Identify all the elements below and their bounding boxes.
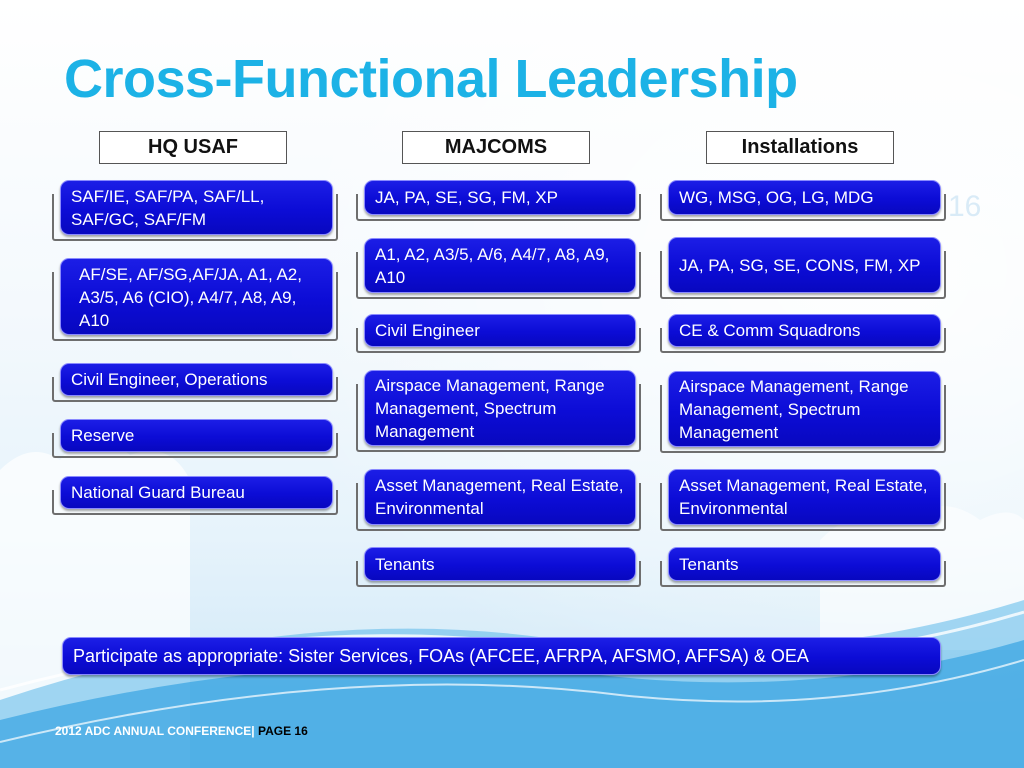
- installation-box: CE & Comm Squadrons: [660, 314, 946, 353]
- hq-box-text: AF/SE, AF/SG,AF/JA, A1, A2, A3/5, A6 (CI…: [79, 265, 302, 330]
- installation-box: Airspace Management, Range Management, S…: [660, 371, 946, 453]
- column-header-installations: Installations: [706, 131, 894, 164]
- installation-box-text: CE & Comm Squadrons: [679, 321, 861, 340]
- hq-box: National Guard Bureau: [52, 476, 338, 515]
- majcom-box-text: Asset Management, Real Estate, Environme…: [375, 476, 624, 518]
- installation-box-text: JA, PA, SG, SE, CONS, FM, XP: [679, 255, 921, 275]
- participate-banner: Participate as appropriate: Sister Servi…: [62, 637, 941, 675]
- majcom-box-text: Tenants: [375, 554, 435, 574]
- hq-box: SAF/IE, SAF/PA, SAF/LL, SAF/GC, SAF/FM: [52, 180, 338, 241]
- hq-box: AF/SE, AF/SG,AF/JA, A1, A2, A3/5, A6 (CI…: [52, 258, 338, 341]
- slide-number: 16: [948, 190, 982, 223]
- majcom-box: JA, PA, SE, SG, FM, XP: [356, 180, 641, 221]
- installation-box-text: Airspace Management, Range Management, S…: [679, 376, 909, 442]
- hq-box-text: Civil Engineer, Operations: [71, 370, 268, 389]
- installation-box: Asset Management, Real Estate, Environme…: [660, 469, 946, 531]
- participate-text: Participate as appropriate: Sister Servi…: [73, 645, 809, 666]
- column-header-majcoms: MAJCOMS: [402, 131, 590, 164]
- installation-box: JA, PA, SG, SE, CONS, FM, XP: [660, 237, 946, 299]
- installation-box: Tenants: [660, 547, 946, 587]
- footer-conference: 2012 ADC ANNUAL CONFERENCE|: [55, 724, 255, 738]
- hq-box: Civil Engineer, Operations: [52, 363, 338, 402]
- hq-box-text: SAF/IE, SAF/PA, SAF/LL, SAF/GC, SAF/FM: [71, 187, 265, 229]
- installation-box-text: Asset Management, Real Estate, Environme…: [679, 476, 928, 518]
- majcom-box: A1, A2, A3/5, A/6, A4/7, A8, A9, A10: [356, 238, 641, 299]
- hq-box: Reserve: [52, 419, 338, 458]
- footer-page: PAGE 16: [257, 724, 308, 738]
- installation-box-text: Tenants: [679, 554, 739, 574]
- majcom-box-text: JA, PA, SE, SG, FM, XP: [375, 188, 558, 207]
- column-header-hq-usaf: HQ USAF: [99, 131, 287, 164]
- swoosh-line: [0, 659, 1024, 743]
- majcom-box-text: Airspace Management, Range Management, S…: [375, 375, 605, 441]
- majcom-box: Airspace Management, Range Management, S…: [356, 370, 641, 452]
- footer: 2012 ADC ANNUAL CONFERENCE| PAGE 16: [55, 724, 308, 738]
- majcom-box: Tenants: [356, 547, 641, 587]
- majcom-box: Asset Management, Real Estate, Environme…: [356, 469, 641, 531]
- majcom-box-text: Civil Engineer: [375, 321, 480, 340]
- majcom-box-text: A1, A2, A3/5, A/6, A4/7, A8, A9, A10: [375, 244, 610, 287]
- page-title: Cross-Functional Leadership: [64, 49, 798, 109]
- installation-box-text: WG, MSG, OG, LG, MDG: [679, 188, 874, 207]
- hq-box-text: National Guard Bureau: [71, 483, 245, 502]
- majcom-box: Civil Engineer: [356, 314, 641, 353]
- installation-box: WG, MSG, OG, LG, MDG: [660, 180, 946, 221]
- swoosh-shape: [0, 640, 1024, 768]
- hq-box-text: Reserve: [71, 426, 135, 445]
